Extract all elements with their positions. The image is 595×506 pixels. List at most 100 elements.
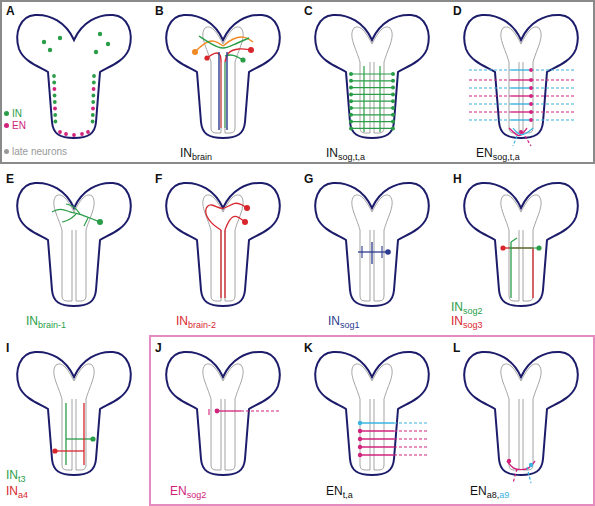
- neuron-process: [469, 119, 511, 120]
- neuron-process: [225, 216, 245, 230]
- neuron-process: [507, 461, 535, 470]
- neuron-soma: [53, 100, 57, 104]
- neuropil-outline: [523, 62, 533, 133]
- neuron-class-label: ENt,a: [326, 484, 353, 498]
- cns-panel: [315, 352, 428, 475]
- label-main: EN: [476, 146, 493, 160]
- cns-panel: [464, 15, 577, 146]
- neuropil-outline: [203, 364, 243, 399]
- neuron-process: [531, 95, 575, 96]
- neuropil-outline: [523, 230, 533, 301]
- neuron-process: [511, 69, 531, 70]
- panel-letter: C: [304, 4, 313, 18]
- neuron-soma: [391, 86, 395, 90]
- neuron-process: [527, 467, 531, 483]
- panel-frame: [1, 1, 594, 163]
- cns-panel: [17, 352, 130, 475]
- neuron-class-label: ENsog,t,a: [476, 146, 520, 160]
- label-subscript: t3: [18, 474, 26, 484]
- neuropil-outline: [501, 195, 541, 230]
- neuron-process: [511, 79, 531, 80]
- panel-letter: B: [155, 4, 164, 18]
- neuron-process: [360, 422, 394, 423]
- neuropil-outline: [360, 230, 370, 301]
- neuron-soma: [507, 459, 511, 463]
- neuron-process: [394, 422, 428, 423]
- neuron-soma: [72, 133, 76, 137]
- neuron-process: [469, 79, 511, 80]
- neuron-soma: [529, 86, 533, 90]
- neuron-process: [394, 446, 428, 447]
- neuron-process: [469, 87, 511, 88]
- neuron-soma: [349, 92, 353, 96]
- neuron-soma: [91, 113, 95, 117]
- neuron-soma: [52, 448, 57, 453]
- neuropil-outline: [62, 399, 72, 470]
- label-subscript: sog3: [463, 320, 483, 330]
- neuron-soma: [53, 87, 57, 91]
- label-main: IN: [328, 314, 340, 328]
- neuropil-outline: [509, 230, 519, 301]
- neuropil-outline: [374, 230, 384, 301]
- neuropil-outline: [203, 195, 243, 230]
- neuron-class-label: INbrain-1: [26, 314, 66, 328]
- panel-letter: I: [6, 341, 9, 355]
- label-subscript: brain: [192, 152, 212, 162]
- neuron-process: [70, 212, 100, 222]
- neuron-soma: [529, 94, 533, 98]
- neuropil-outline: [211, 399, 221, 470]
- cns-outline: [464, 183, 577, 306]
- neuron-soma: [529, 68, 533, 72]
- cns-panel: [17, 15, 130, 138]
- neuropil-outline: [62, 230, 72, 301]
- neuropil-outline: [509, 62, 519, 133]
- label-main: H: [453, 172, 462, 186]
- neuropil-outline: [374, 399, 384, 470]
- legend-entry: IN: [4, 108, 22, 120]
- neuron-soma: [349, 86, 353, 90]
- neuron-process: [352, 121, 392, 122]
- label-main: E: [6, 172, 14, 186]
- neuron-process: [352, 80, 392, 81]
- neuron-process: [469, 103, 511, 104]
- neuropil-outline: [509, 399, 519, 470]
- neuron-soma: [529, 102, 533, 106]
- neuron-soma: [92, 87, 96, 91]
- label-subscript: a8,: [487, 490, 500, 500]
- neuron-process: [220, 230, 221, 298]
- neuron-process: [531, 69, 575, 70]
- neuron-soma: [91, 120, 95, 124]
- neuron-process: [509, 247, 539, 248]
- neuron-process: [360, 446, 394, 447]
- label-main: IN: [451, 314, 463, 328]
- cns-panel: [17, 183, 130, 306]
- neuropil-outline: [203, 27, 243, 62]
- legend-entry: late neurons: [4, 146, 67, 158]
- neuron-process: [510, 242, 511, 298]
- neuron-soma: [529, 463, 533, 467]
- panel-letter: J: [155, 341, 162, 355]
- neuron-soma: [349, 79, 353, 83]
- neuron-class-label: ENsog2: [170, 484, 206, 498]
- label-main: EN: [470, 484, 487, 498]
- neuron-soma: [391, 106, 395, 110]
- neuron-soma: [64, 132, 68, 136]
- neuron-process: [66, 438, 92, 439]
- neuron-process: [511, 238, 517, 242]
- cns-outline: [166, 183, 279, 306]
- neuron-process: [225, 49, 251, 62]
- cns-panel: [464, 183, 577, 306]
- neuron-process: [531, 111, 575, 112]
- label-subscript: brain-2: [188, 320, 216, 330]
- neuron-process: [513, 469, 517, 483]
- neuron-process: [513, 136, 517, 146]
- neuron-process: [65, 403, 66, 465]
- cns-panel: [166, 15, 279, 138]
- cns-outline: [17, 352, 130, 475]
- neuron-soma: [391, 126, 395, 130]
- neuron-class-label: INsog,t,a: [326, 146, 365, 160]
- label-subscript: sog2: [463, 306, 483, 316]
- neuron-process: [511, 103, 531, 104]
